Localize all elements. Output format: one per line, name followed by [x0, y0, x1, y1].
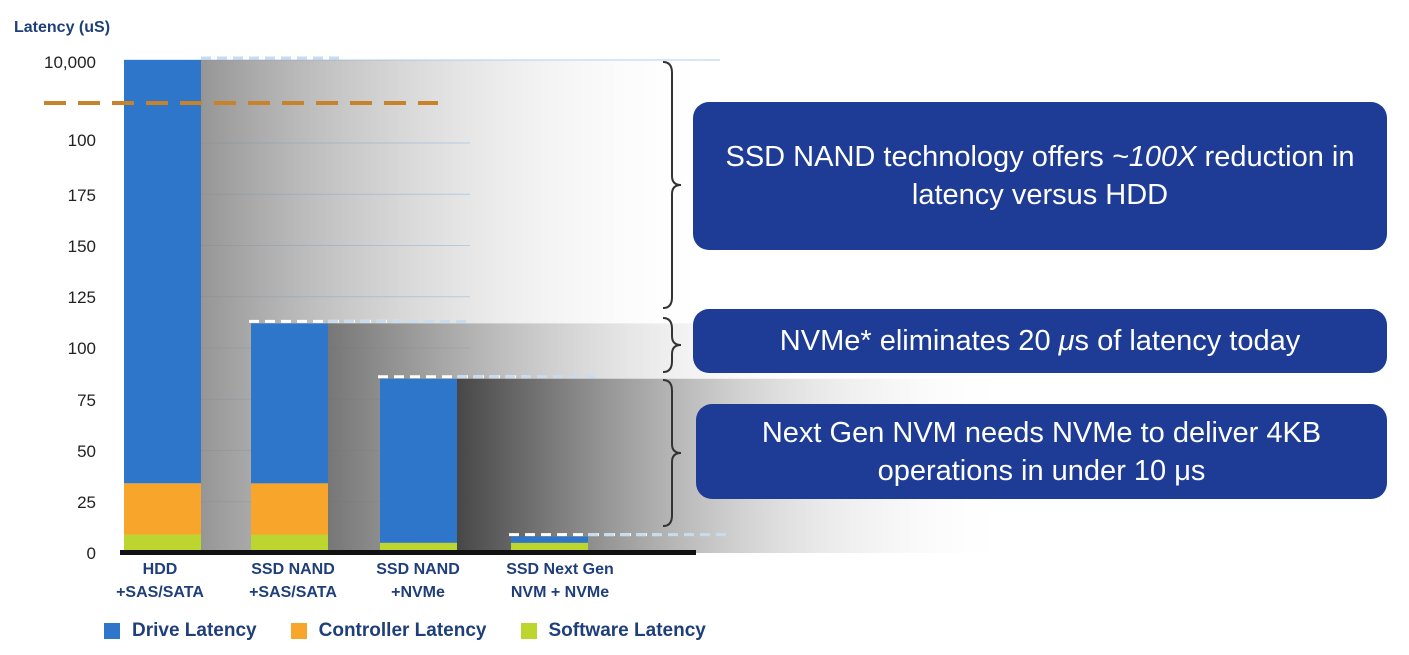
y-tick-label-8: 100 [68, 131, 96, 150]
bar-1-controller [251, 483, 328, 535]
legend-item-software: Software Latency [520, 620, 706, 642]
bar-2-software [380, 542, 457, 553]
x-tick-label-1-1: +SAS/SATA [249, 584, 337, 601]
bar-2-drive [380, 378, 457, 543]
chart-legend: Drive Latency Controller Latency Softwar… [104, 620, 740, 642]
y-tick-label-2: 50 [77, 442, 96, 461]
x-tick-label-2-0: SSD NAND [376, 561, 460, 578]
x-tick-label-0-1: +SAS/SATA [116, 584, 204, 601]
x-tick-label-2-1: +NVMe [391, 584, 445, 601]
legend-item-controller: Controller Latency [290, 620, 487, 642]
legend-label-controller: Controller Latency [318, 620, 487, 641]
x-axis-baseline [120, 550, 696, 555]
bar-3-software [511, 542, 588, 553]
callout-next-gen: Next Gen NVM needs NVMe to deliver 4KB o… [696, 404, 1387, 499]
brace-ssd-nand [662, 61, 682, 309]
y-tick-label-9: 10,000 [44, 53, 96, 72]
legend-item-drive: Drive Latency [104, 620, 257, 642]
bar-0-software [124, 534, 201, 553]
x-tick-label-3-1: NVM + NVMe [511, 584, 609, 601]
legend-swatch-controller [290, 623, 307, 639]
legend-label-drive: Drive Latency [132, 620, 257, 641]
brace-next-gen [662, 379, 682, 527]
bar-3-drive [511, 536, 588, 543]
y-tick-label-3: 75 [77, 391, 96, 410]
y-tick-label-7: 175 [68, 186, 96, 205]
y-tick-label-6: 150 [68, 237, 96, 256]
callout-nvme-text-1: NVMe* eliminates 20 [779, 324, 1059, 357]
x-tick-label-1-0: SSD NAND [251, 561, 335, 578]
y-tick-label-0: 0 [87, 544, 96, 563]
callout-ssd-nand: SSD NAND technology offers ~100X reducti… [693, 102, 1387, 250]
brace-nvme [662, 317, 682, 373]
y-tick-label-5: 125 [68, 288, 96, 307]
callout-ssd-nand-text-2: reduction in latency versus HDD [911, 141, 1355, 211]
callout-nvme-emphasis: μ [1058, 324, 1075, 357]
legend-swatch-drive [104, 623, 120, 639]
x-tick-label-0-0: HDD [143, 561, 178, 578]
callout-nvme: NVMe* eliminates 20 μs of latency today [693, 309, 1387, 373]
y-tick-label-1: 25 [77, 493, 96, 512]
bar-0-controller [124, 483, 201, 535]
callout-nvme-text-2: s of latency today [1074, 324, 1301, 357]
bar-1-software [251, 534, 328, 553]
legend-label-software: Software Latency [548, 620, 706, 641]
callout-ssd-nand-emphasis: ~100X [1111, 141, 1197, 173]
legend-swatch-software [520, 623, 537, 639]
y-axis-title: Latency (uS) [14, 19, 110, 36]
x-tick-label-3-0: SSD Next Gen [506, 561, 614, 578]
bar-0-drive [124, 60, 201, 484]
callout-ssd-nand-text-1: SSD NAND technology offers [725, 141, 1112, 173]
bar-1-drive [251, 323, 328, 484]
callout-next-gen-text: Next Gen NVM needs NVMe to deliver 4KB o… [761, 416, 1322, 487]
y-tick-label-4: 100 [68, 339, 96, 358]
